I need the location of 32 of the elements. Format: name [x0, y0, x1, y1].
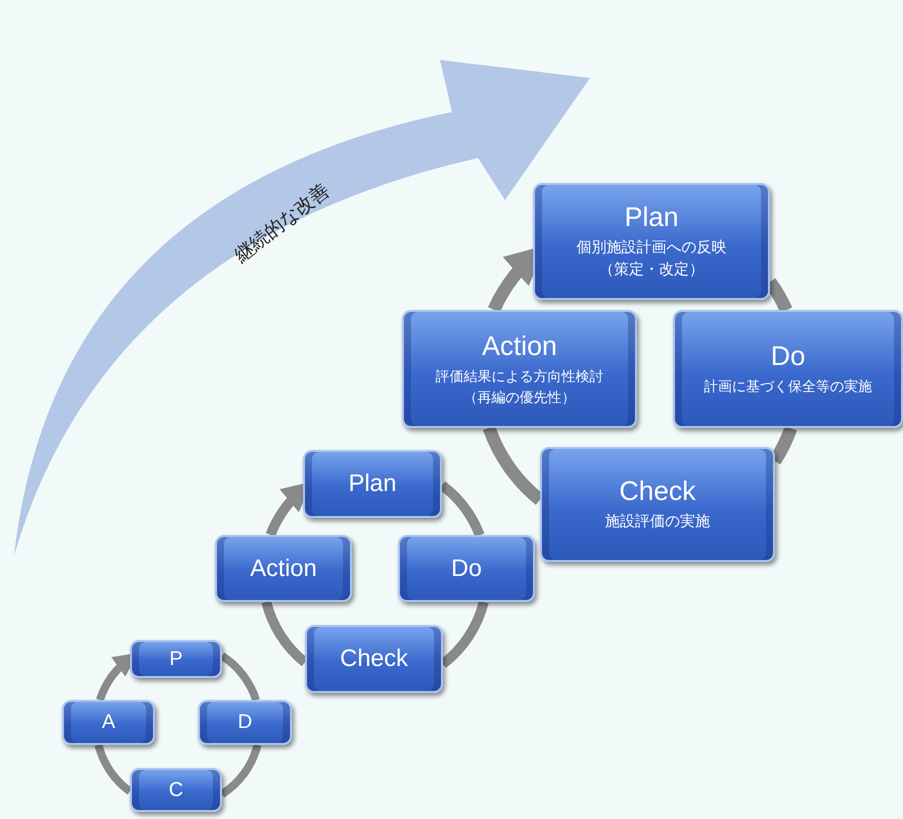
process-box — [303, 450, 442, 518]
process-box — [198, 700, 292, 745]
box-title: Plan — [348, 470, 397, 498]
process-box — [130, 768, 222, 812]
process-box — [130, 640, 222, 678]
box-title: Check — [340, 645, 408, 673]
box-title: Do — [451, 554, 482, 582]
box-title: Action — [482, 331, 558, 362]
process-box — [533, 183, 770, 300]
process-box — [402, 310, 637, 428]
box-title: P — [169, 648, 183, 670]
box-title: D — [238, 711, 252, 734]
arrow-label: 継続的な改善 — [230, 179, 335, 268]
box-description: 施設評価の実施 — [605, 512, 710, 532]
cycle-line — [94, 744, 132, 794]
box-title: A — [102, 711, 116, 734]
box-description: 計画に基づく保全等の実施 — [704, 377, 872, 396]
box-description: 個別施設計画への反映（策定・改定） — [576, 238, 728, 280]
cycle-line — [220, 652, 260, 702]
box-title: Plan — [624, 202, 679, 234]
box-title: Do — [770, 341, 806, 372]
process-box — [215, 535, 352, 602]
process-box — [62, 700, 155, 745]
box-title: Action — [250, 554, 317, 582]
cycle-line — [220, 744, 262, 798]
process-box — [540, 447, 775, 562]
process-box — [305, 625, 443, 693]
box-title: C — [168, 778, 184, 802]
box-description: 評価結果による方向性検討（再編の優先性） — [434, 367, 604, 407]
process-box — [398, 535, 535, 602]
process-box — [673, 310, 903, 428]
box-title: Check — [619, 476, 696, 508]
